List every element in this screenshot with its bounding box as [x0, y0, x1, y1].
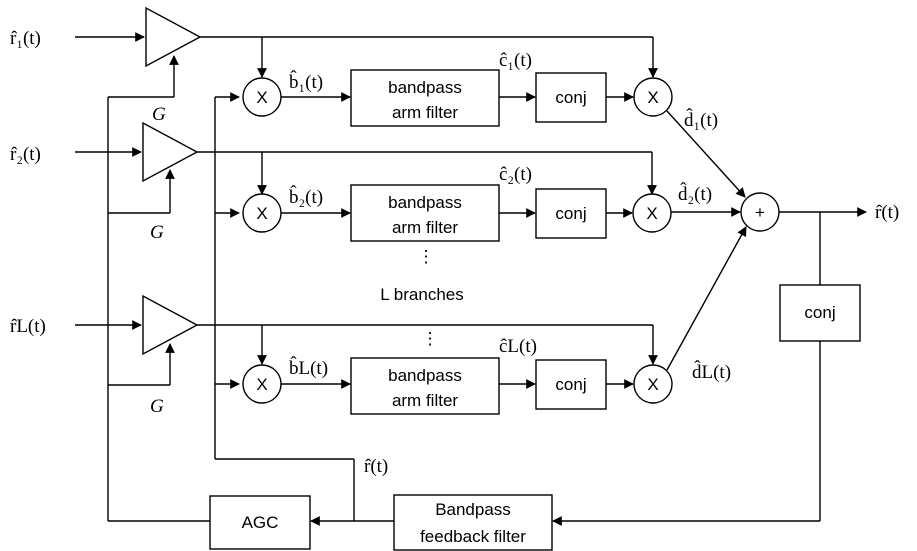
mixer-b2-label: X	[256, 204, 267, 223]
fb-filter-line1: Bandpass	[435, 500, 511, 519]
dL-line	[666, 226, 747, 371]
ellipsis-upper: ⋮	[418, 247, 435, 266]
agc-label: AGC	[242, 513, 279, 532]
amplifier-L	[142, 294, 199, 356]
label-bL: b̂L(t)	[289, 357, 328, 379]
mixer-dL	[633, 364, 673, 404]
mixer-b1-label: X	[256, 88, 267, 107]
mixer-d2-label: X	[646, 204, 657, 223]
conj-box-2	[535, 188, 607, 239]
feedback-ref-label: r̂(t)	[364, 456, 388, 477]
arm-filter-1	[350, 69, 500, 127]
arm-filter-L	[350, 357, 500, 415]
mixer-dL-label: X	[647, 375, 658, 394]
mixer-d1-label: X	[647, 88, 658, 107]
label-b2: b̂₂(t)	[289, 186, 323, 208]
gain-label-2: G	[150, 222, 164, 243]
agc-box	[209, 495, 311, 550]
conj-box-out	[779, 284, 861, 342]
arm-filter-L-line1: bandpass	[388, 366, 462, 385]
input-label-r1: r̂₁(t)	[10, 28, 41, 49]
d1-line	[666, 110, 746, 198]
mixer-bL-label: X	[256, 375, 267, 394]
conj-box-1-label: conj	[555, 88, 586, 107]
label-dL: d̂L(t)	[692, 361, 731, 383]
mixer-d2	[632, 193, 672, 233]
fb-filter-line2: feedback filter	[420, 527, 526, 546]
output-label: r̂(t)	[875, 202, 899, 223]
arm-filter-L-line2: arm filter	[392, 391, 458, 410]
label-d2: d̂₂(t)	[678, 183, 712, 205]
input-label-rL: r̂L(t)	[10, 316, 46, 337]
conj-box-L	[535, 359, 607, 410]
arm-filter-2-line2: arm filter	[392, 218, 458, 237]
ellipsis-lower: ⋮	[422, 329, 439, 348]
input-label-r2: r̂₂(t)	[10, 144, 41, 165]
bandpass-feedback-filter	[393, 494, 553, 551]
conj-box-L-label: conj	[555, 375, 586, 394]
arm-filter-2-line1: bandpass	[388, 193, 462, 212]
label-cL: ĉL(t)	[499, 336, 537, 357]
arm-filter-1-line2: arm filter	[392, 103, 458, 122]
label-c2: ĉ₂(t)	[499, 164, 532, 185]
summer-label: +	[755, 203, 765, 222]
gain-label-L: G	[150, 396, 164, 417]
amplifier-2	[142, 121, 199, 183]
arm-filter-1-line1: bandpass	[388, 78, 462, 97]
l-branches-label: L branches	[380, 285, 463, 304]
conj-box-2-label: conj	[555, 204, 586, 223]
label-c1: ĉ₁(t)	[499, 50, 532, 71]
conj-box-out-label: conj	[804, 303, 835, 322]
label-b1: b̂₁(t)	[289, 71, 323, 93]
gain-label-1: G	[152, 104, 166, 125]
conj-box-1	[535, 72, 607, 123]
label-d1: d̂₁(t)	[684, 109, 718, 131]
amplifier-1	[145, 6, 202, 68]
mixer-d1	[633, 77, 673, 117]
